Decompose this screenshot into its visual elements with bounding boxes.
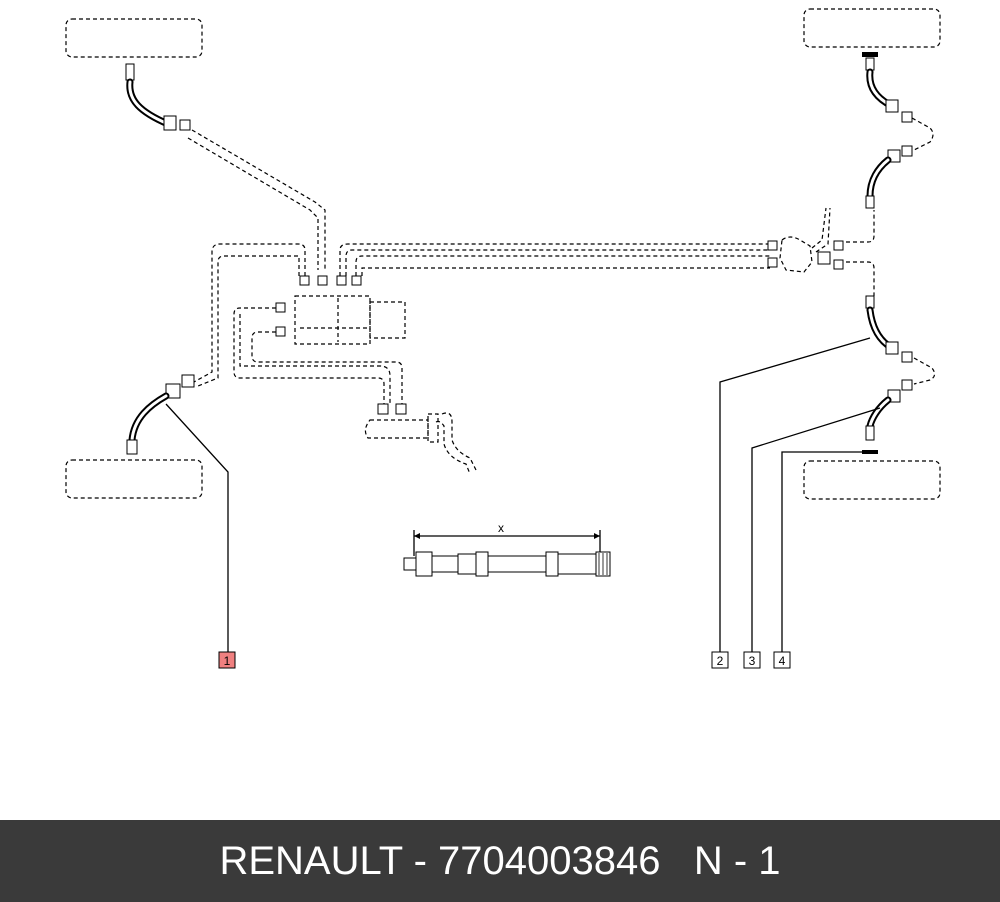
leader-line-2 <box>719 337 871 652</box>
junction-block <box>767 207 844 273</box>
hose-front-left <box>125 63 191 131</box>
hose-rear-left <box>126 374 195 455</box>
leader-line-1 <box>165 403 229 652</box>
hose-front-right <box>862 52 934 209</box>
line-compensator <box>233 307 385 404</box>
callout-2[interactable]: 2 <box>711 651 729 669</box>
leader-line-4 <box>781 451 862 652</box>
wheel-rear-left <box>65 459 203 499</box>
line-rear-right <box>355 255 770 276</box>
wheel-rear-right <box>803 460 941 500</box>
leader-line-3 <box>751 407 881 652</box>
callout-3[interactable]: 3 <box>743 651 761 669</box>
hose-detail: x <box>403 521 611 577</box>
dimension-label: x <box>498 521 504 535</box>
svg-text:2: 2 <box>717 654 724 668</box>
callout-1[interactable]: 1 <box>218 651 236 669</box>
svg-text:4: 4 <box>779 654 786 668</box>
brake-line-diagram: 1 2 3 4 x <box>65 8 941 669</box>
svg-text:3: 3 <box>749 654 756 668</box>
master-cylinder <box>275 275 406 345</box>
wheel-front-left <box>65 18 203 58</box>
line-front-right <box>339 243 770 276</box>
callout-4[interactable]: 4 <box>773 651 791 669</box>
wheel-front-right <box>803 8 941 48</box>
svg-text:1: 1 <box>224 654 231 668</box>
hose-rear-right <box>862 295 936 454</box>
line-front-left <box>191 129 326 270</box>
line-rear-left <box>193 243 306 383</box>
part-number-banner: RENAULT - 7704003846 N - 1 <box>0 820 1000 902</box>
brake-compensator <box>364 403 477 475</box>
